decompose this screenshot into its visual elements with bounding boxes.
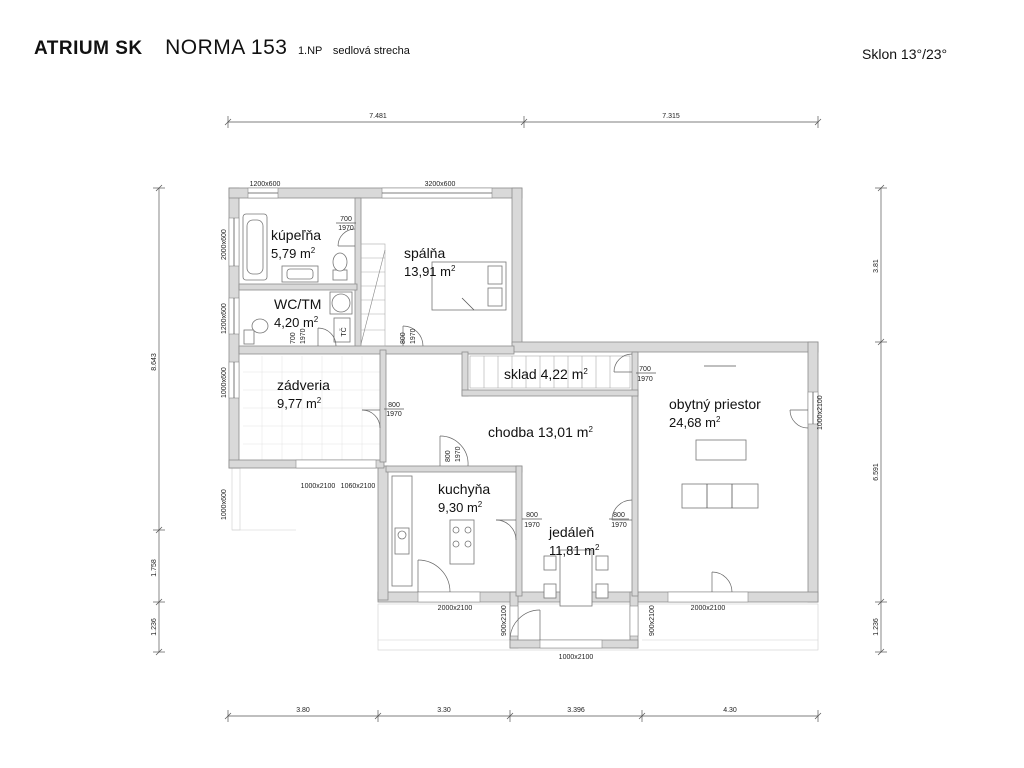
dim-bottom-4: 4.30	[723, 707, 737, 714]
room-name-kuchyna: kuchyňa	[438, 481, 490, 497]
brand-title: ATRIUM SK	[34, 38, 143, 59]
room-area-kupelna: 5,79 m2	[271, 246, 316, 261]
door-1-height: 1970	[338, 225, 354, 232]
dining-table	[543, 549, 609, 607]
room-area-spalna: 13,91 m2	[404, 264, 456, 279]
walls	[228, 187, 819, 649]
dim-top-2: 7.315	[662, 113, 680, 120]
roof-slope-label: Sklon 13°/23°	[862, 46, 948, 62]
door-5-width: 700	[639, 366, 651, 373]
door-1-width: 700	[340, 216, 352, 223]
kitchen-island	[449, 519, 475, 565]
window-top-left: 1200x600	[250, 181, 281, 188]
dim-left-3: 1.236	[151, 618, 158, 636]
door-6-height: 1970	[455, 446, 462, 462]
window-top-mid: 3200x600	[425, 181, 456, 188]
room-label-sklad: sklad 4,22 m2	[504, 366, 588, 382]
door-3-height: 1970	[410, 328, 417, 344]
room-name-spalna: spálňa	[404, 245, 445, 261]
window-bottom-4: 2000x2100	[691, 605, 726, 612]
dim-left-2: 1.758	[151, 559, 158, 577]
dim-left-1: 8.643	[151, 353, 158, 371]
heat-pump-unit	[333, 317, 351, 343]
window-right: 1000x2100	[817, 395, 824, 430]
room-name-jedalen: jedáleň	[548, 524, 594, 540]
room-name-kupelna: kúpeľňa	[271, 227, 321, 243]
floor-label: 1.NP	[297, 45, 323, 57]
room-area-wc: 4,20 m2	[274, 315, 319, 330]
heat-pump-label: TČ	[339, 327, 348, 336]
dim-right-3: 1.236	[873, 618, 880, 636]
door-6-width: 800	[445, 450, 452, 462]
window-left-4: 1000x600	[221, 489, 228, 520]
roof-label: sedlová strecha	[332, 45, 410, 57]
toilet-bath	[332, 252, 348, 281]
door-5-height: 1970	[637, 376, 653, 383]
door-3-width: 800	[400, 332, 407, 344]
room-name-obytny-priestor: obytný priestor	[669, 396, 761, 412]
toilet-wc	[243, 318, 269, 345]
bathtub	[242, 213, 268, 281]
door-swings	[317, 228, 809, 641]
room-area-obytny-priestor: 24,68 m2	[669, 415, 721, 430]
kitchen-counter	[391, 475, 413, 587]
window-side-1: 900x2100	[501, 605, 508, 636]
window-side-2: 900x2100	[649, 605, 656, 636]
door-7-height: 1970	[524, 522, 540, 529]
dim-bottom-3: 3.396	[567, 707, 585, 714]
boiler	[329, 291, 353, 315]
dim-bottom-2: 3.30	[437, 707, 451, 714]
window-left-2: 1200x600	[221, 303, 228, 334]
dim-right-1: 3.81	[873, 259, 880, 273]
room-name-zadveria: zádveria	[277, 377, 330, 393]
terrace-outline	[231, 467, 819, 651]
model-title: NORMA 153	[165, 36, 288, 59]
door-4-width: 800	[388, 402, 400, 409]
room-area-zadveria: 9,77 m2	[277, 396, 322, 411]
window-bottom-1: 1000x2100	[301, 483, 336, 490]
room-area-kuchyna: 9,30 m2	[438, 500, 483, 515]
bed	[431, 261, 507, 311]
door-8-height: 1970	[611, 522, 627, 529]
window-left-1: 2000x600	[221, 229, 228, 260]
door-2-width: 700	[290, 332, 297, 344]
window-bottom-3: 2000x2100	[438, 605, 473, 612]
washbasin	[281, 265, 319, 283]
dim-bottom-1: 3.80	[296, 707, 310, 714]
room-area-jedalen: 11,81 m2	[549, 543, 600, 558]
door-4-height: 1970	[386, 411, 402, 418]
door-8-width: 800	[613, 512, 625, 519]
dim-right-2: 6.591	[873, 463, 880, 481]
sofa	[681, 483, 759, 509]
room-name-wc: WC/TM	[274, 296, 321, 312]
plan-header: ATRIUM SK NORMA 153 1.NP sedlová strecha	[34, 36, 410, 60]
door-2-height: 1970	[300, 328, 307, 344]
coffee-table	[695, 439, 747, 461]
window-bottom-5: 1000x2100	[559, 654, 594, 661]
window-bottom-2: 1060x2100	[341, 483, 376, 490]
dim-top-1: 7.481	[369, 113, 387, 120]
dimension-lines	[153, 116, 887, 722]
room-label-chodba: chodba 13,01 m2	[488, 424, 593, 440]
window-left-3: 1000x600	[221, 367, 228, 398]
door-7-width: 800	[526, 512, 538, 519]
